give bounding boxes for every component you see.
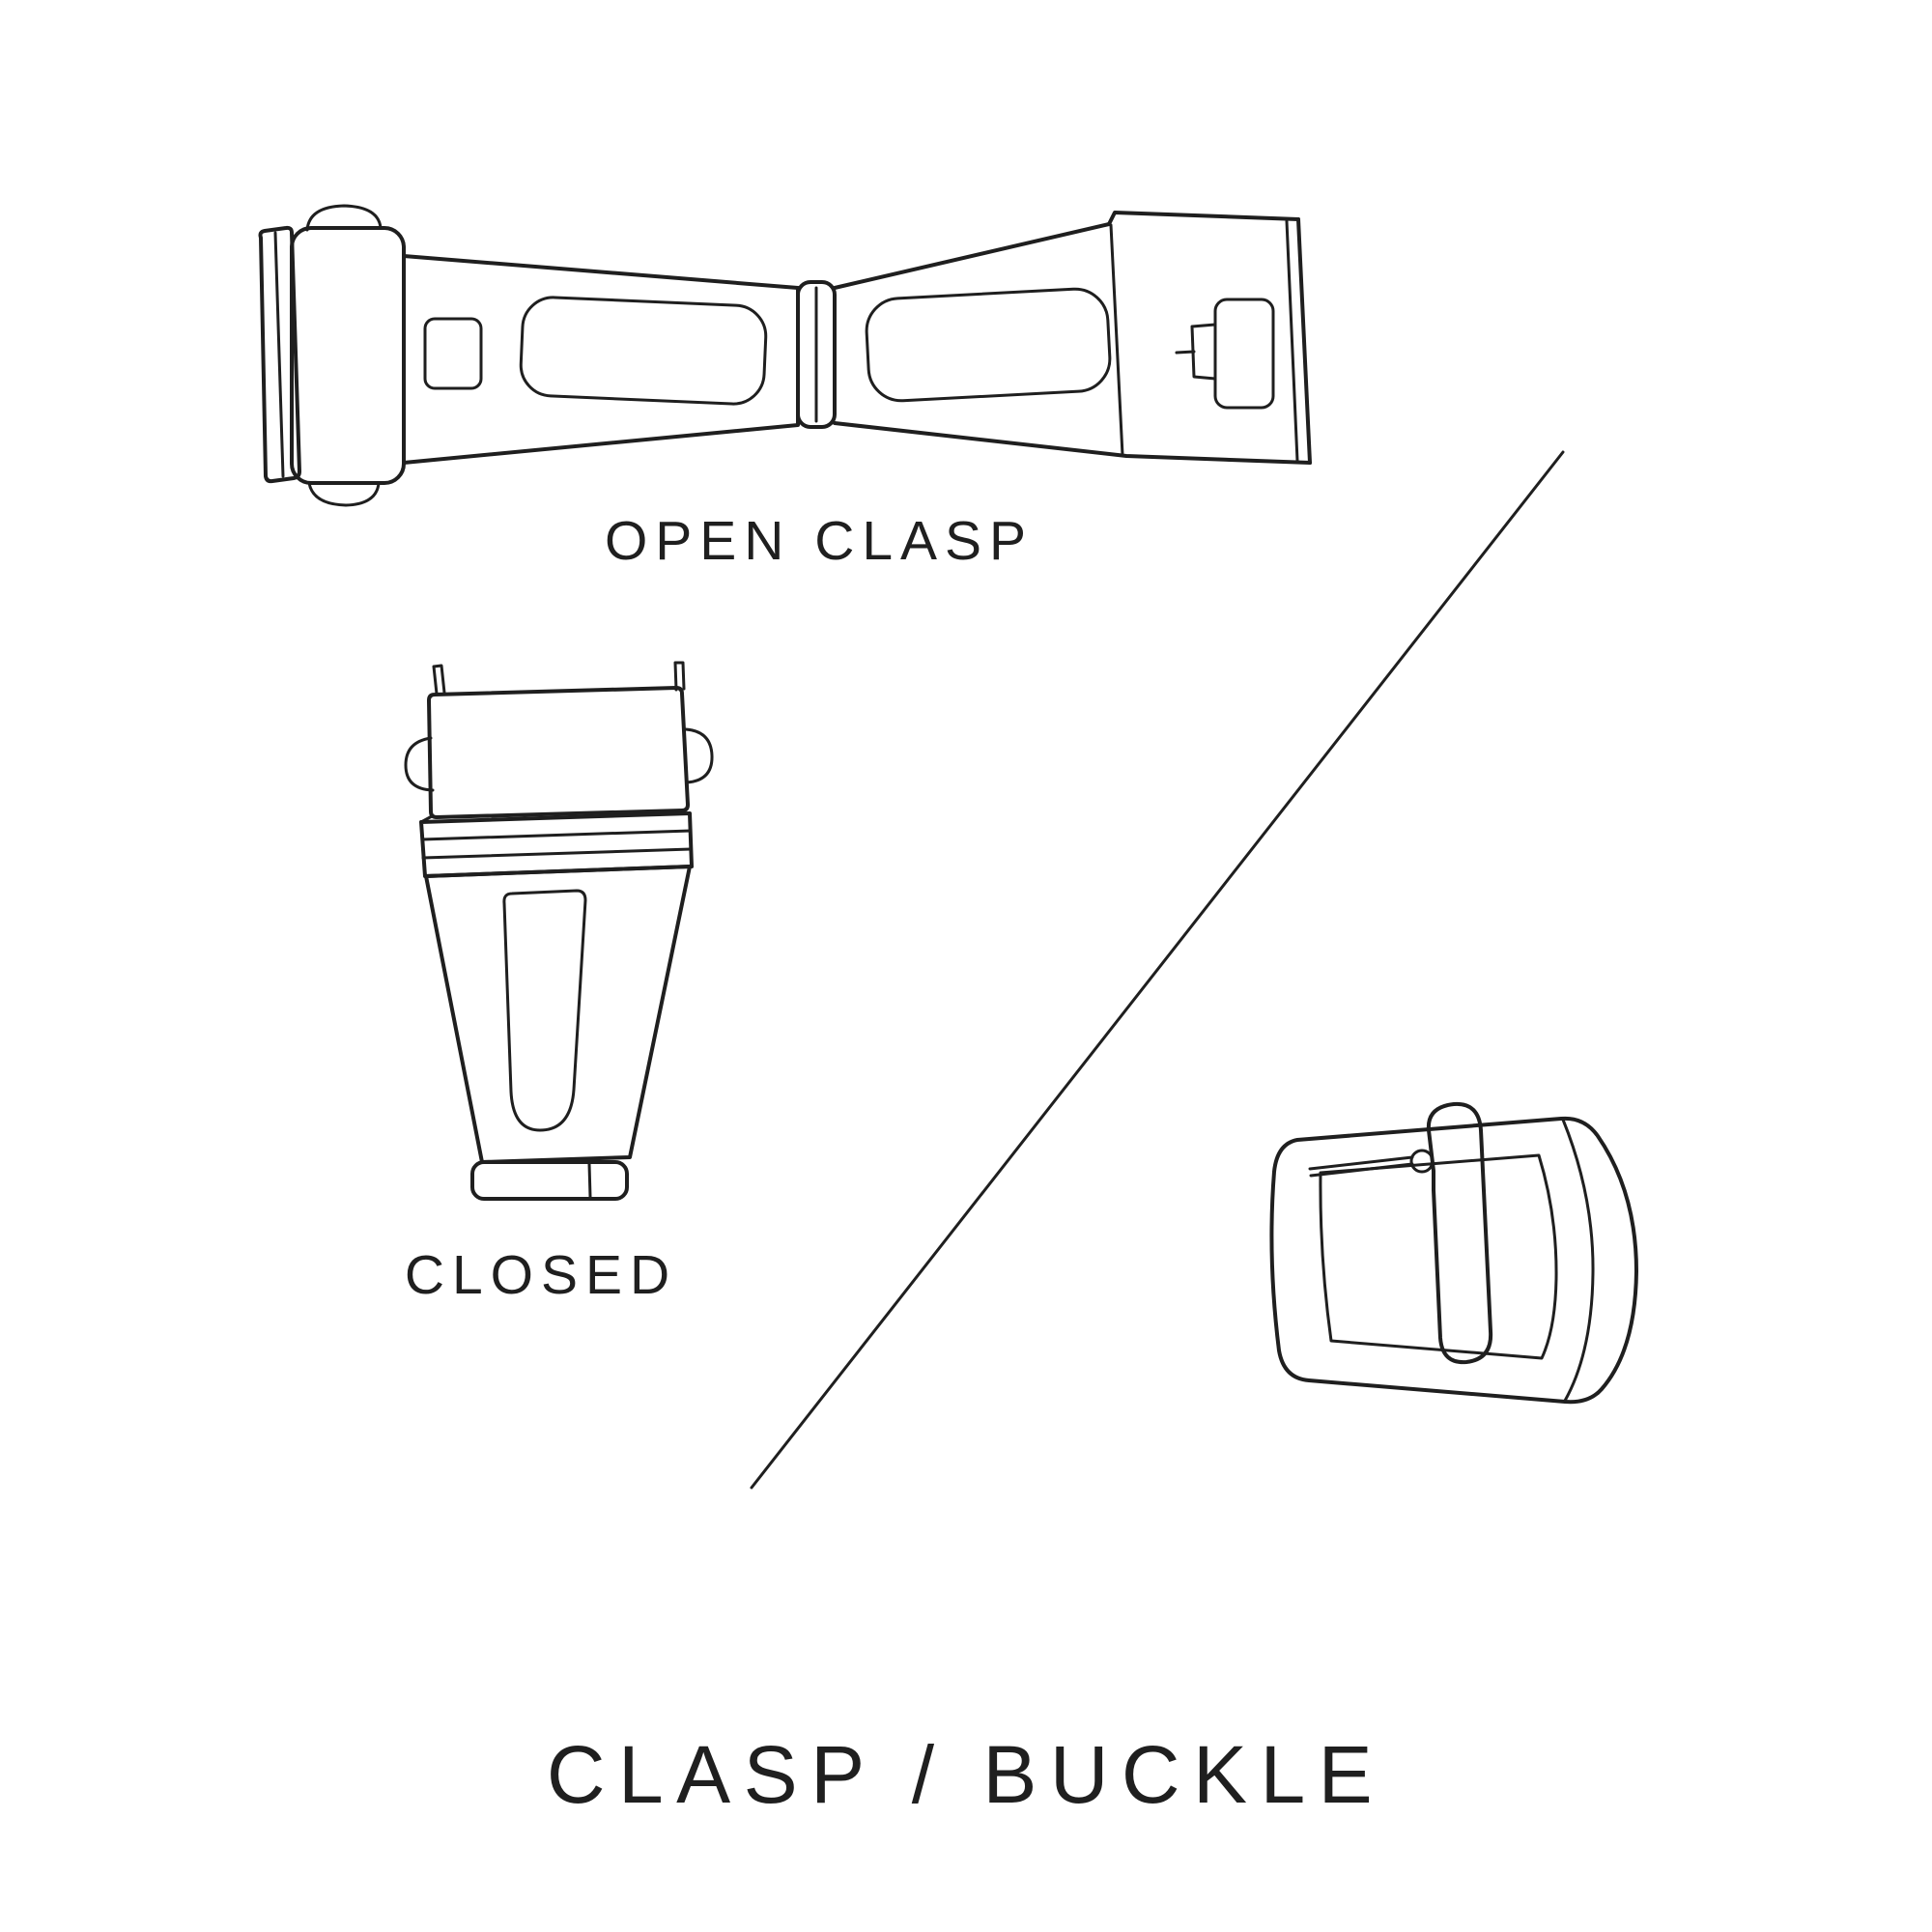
divider-line xyxy=(750,450,1565,1490)
closed-label: CLOSED xyxy=(404,1244,678,1306)
closed-clasp-illustration xyxy=(404,661,714,1201)
open-clasp-illustration xyxy=(258,204,1312,507)
buckle-illustration xyxy=(1269,1101,1638,1405)
open-clasp-label: OPEN CLASP xyxy=(604,510,1035,572)
diagram-title: CLASP / BUCKLE xyxy=(546,1729,1386,1820)
